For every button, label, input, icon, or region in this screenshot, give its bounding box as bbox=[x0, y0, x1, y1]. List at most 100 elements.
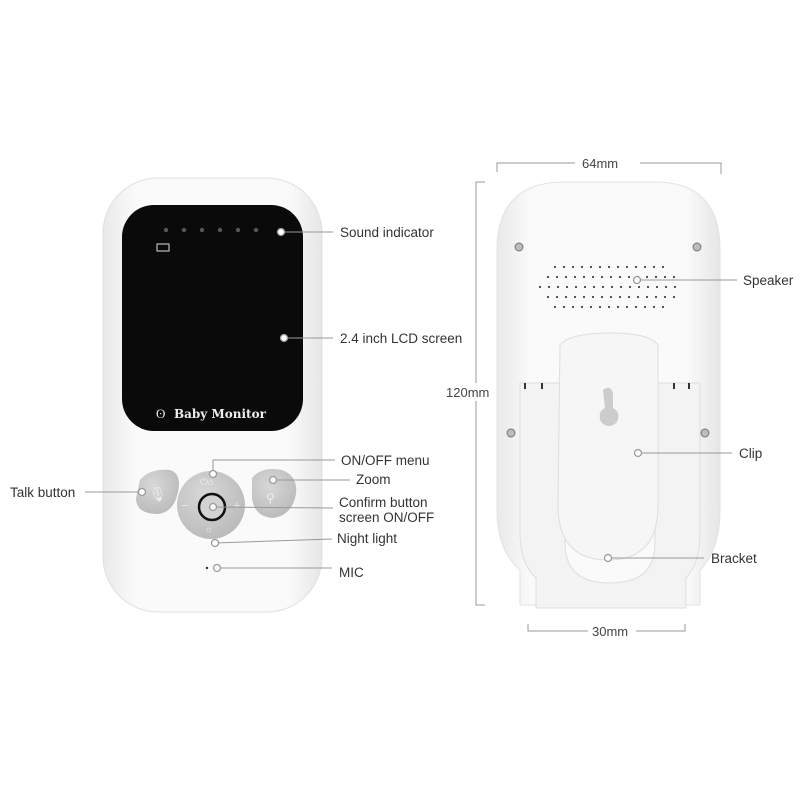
label-confirm-line1: Confirm button bbox=[339, 495, 428, 510]
speaker-hole bbox=[573, 275, 577, 279]
speaker-hole bbox=[646, 285, 650, 289]
speaker-hole bbox=[591, 295, 595, 299]
speaker-hole bbox=[589, 305, 593, 309]
label-onoff-menu: ON/OFF menu bbox=[341, 453, 430, 468]
speaker-hole bbox=[652, 305, 656, 309]
speaker-hole bbox=[673, 285, 677, 289]
speaker-hole bbox=[643, 265, 647, 269]
speaker-hole bbox=[672, 275, 676, 279]
zoom-icon: ⚲ bbox=[266, 491, 275, 505]
speaker-grille bbox=[538, 265, 677, 309]
label-lcd-screen: 2.4 inch LCD screen bbox=[340, 331, 462, 346]
talk-button[interactable] bbox=[136, 469, 179, 514]
speaker-hole bbox=[618, 275, 622, 279]
speaker-hole bbox=[661, 265, 665, 269]
speaker-hole bbox=[628, 285, 632, 289]
mic-hole bbox=[205, 566, 209, 570]
speaker-hole bbox=[600, 295, 604, 299]
lcd-screen bbox=[122, 205, 303, 431]
speaker-hole bbox=[654, 295, 658, 299]
speaker-hole bbox=[627, 295, 631, 299]
label-confirm-line2: screen ON/OFF bbox=[339, 510, 434, 525]
speaker-hole bbox=[610, 285, 614, 289]
speaker-hole bbox=[553, 265, 557, 269]
speaker-hole bbox=[652, 265, 656, 269]
speaker-hole bbox=[592, 285, 596, 289]
label-zoom: Zoom bbox=[356, 472, 391, 487]
speaker-hole bbox=[619, 285, 623, 289]
speaker-hole bbox=[565, 285, 569, 289]
clip[interactable] bbox=[557, 332, 659, 561]
speaker-hole bbox=[546, 295, 550, 299]
speaker-hole bbox=[574, 285, 578, 289]
speaker-hole bbox=[663, 275, 667, 279]
speaker-hole bbox=[655, 285, 659, 289]
speaker-hole bbox=[571, 305, 575, 309]
speaker-hole bbox=[553, 305, 557, 309]
speaker-hole bbox=[562, 265, 566, 269]
brand-logo: Baby Monitor bbox=[174, 407, 267, 421]
label-mic: MIC bbox=[339, 565, 364, 580]
speaker-hole bbox=[538, 285, 542, 289]
speaker-hole bbox=[637, 285, 641, 289]
speaker-hole bbox=[589, 265, 593, 269]
label-clip: Clip bbox=[739, 446, 762, 461]
speaker-hole bbox=[634, 265, 638, 269]
speaker-hole bbox=[645, 295, 649, 299]
footprint-icon: ʘ bbox=[156, 406, 165, 421]
speaker-hole bbox=[564, 295, 568, 299]
bracket-vents bbox=[524, 383, 690, 389]
speaker-hole bbox=[643, 305, 647, 309]
speaker-hole bbox=[580, 305, 584, 309]
speaker-hole bbox=[609, 295, 613, 299]
speaker-hole bbox=[616, 305, 620, 309]
speaker-hole bbox=[601, 285, 605, 289]
label-speaker: Speaker bbox=[743, 273, 794, 288]
night-light-icon: ☼ bbox=[205, 524, 213, 534]
speaker-hole bbox=[555, 295, 559, 299]
label-sound-indicator: Sound indicator bbox=[340, 225, 434, 240]
speaker-hole bbox=[654, 275, 658, 279]
speaker-hole bbox=[607, 305, 611, 309]
minus-icon[interactable]: − bbox=[181, 499, 189, 514]
power-home-icon: ⏻⌂ bbox=[200, 477, 214, 488]
mic-icon: 🎙 bbox=[149, 486, 167, 503]
back-unit: 64mm 120mm 30mm Speaker Clip Bracket bbox=[446, 156, 794, 639]
speaker-hole bbox=[562, 305, 566, 309]
label-bracket: Bracket bbox=[711, 551, 757, 566]
speaker-hole bbox=[664, 285, 668, 289]
speaker-hole bbox=[607, 265, 611, 269]
speaker-hole bbox=[645, 275, 649, 279]
speaker-hole bbox=[627, 275, 631, 279]
speaker-hole bbox=[634, 305, 638, 309]
speaker-hole bbox=[564, 275, 568, 279]
sound-indicator-leds bbox=[163, 227, 259, 233]
speaker-hole bbox=[661, 305, 665, 309]
zoom-button[interactable] bbox=[252, 469, 297, 518]
speaker-hole bbox=[547, 285, 551, 289]
label-night-light: Night light bbox=[337, 531, 397, 546]
speaker-hole bbox=[618, 295, 622, 299]
dim-height: 120mm bbox=[446, 385, 489, 400]
label-talk-button: Talk button bbox=[10, 485, 75, 500]
speaker-hole bbox=[582, 295, 586, 299]
speaker-hole bbox=[555, 275, 559, 279]
speaker-hole bbox=[571, 265, 575, 269]
front-unit: Baby Monitor ʘ 🎙 ⚲ ⏻⌂ − + ☼ Sound indica… bbox=[10, 177, 462, 613]
speaker-hole bbox=[591, 275, 595, 279]
plus-icon[interactable]: + bbox=[233, 499, 241, 514]
speaker-hole bbox=[580, 265, 584, 269]
speaker-hole bbox=[556, 285, 560, 289]
battery-icon bbox=[156, 243, 170, 252]
speaker-hole bbox=[583, 285, 587, 289]
speaker-hole bbox=[609, 275, 613, 279]
speaker-hole bbox=[598, 305, 602, 309]
keyhole bbox=[599, 387, 619, 426]
speaker-hole bbox=[663, 295, 667, 299]
dim-width: 64mm bbox=[582, 156, 618, 171]
speaker-hole bbox=[636, 295, 640, 299]
speaker-hole bbox=[582, 275, 586, 279]
speaker-hole bbox=[625, 305, 629, 309]
